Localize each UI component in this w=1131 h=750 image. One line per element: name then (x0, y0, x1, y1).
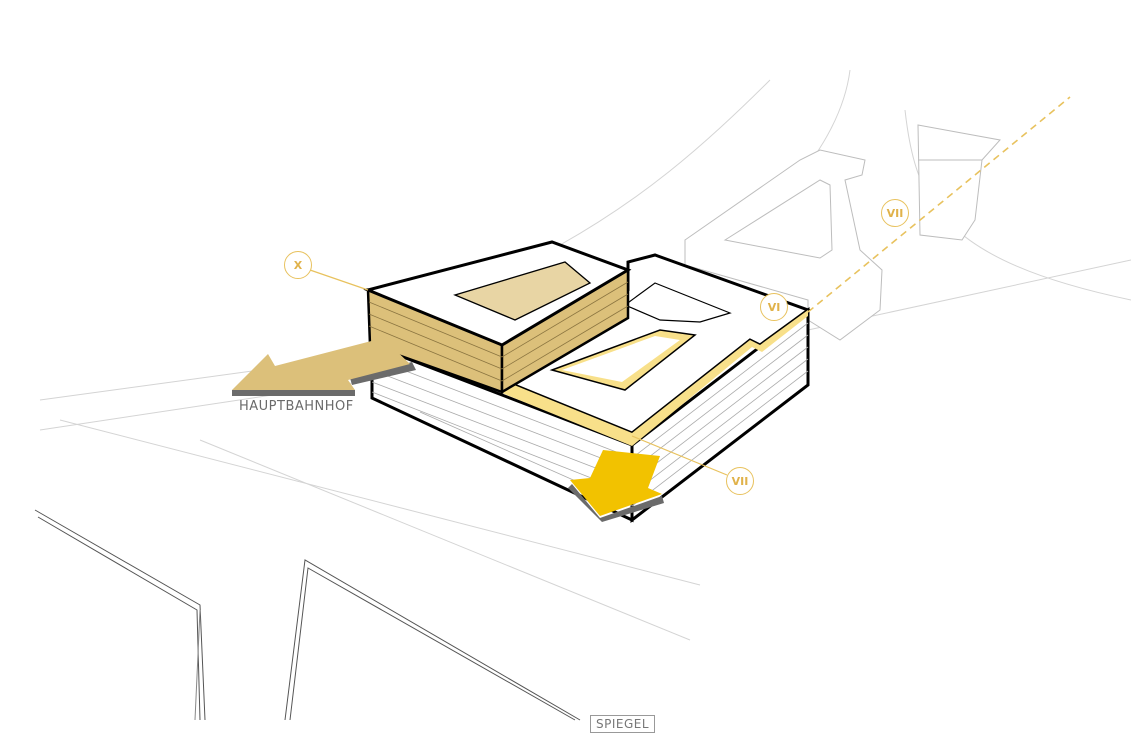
marker-vii-lower: VII (726, 467, 754, 495)
marker-vii-upper-label: VII (886, 206, 904, 220)
hauptbahnhof-arrow-shadow (232, 390, 355, 396)
context-building-right (684, 124, 1001, 341)
marker-vii-lower-label: VII (731, 474, 749, 488)
marker-x: X (284, 251, 312, 279)
hauptbahnhof-arrow (232, 338, 410, 390)
spiegel-arrow-shadow (568, 484, 664, 522)
spiegel-arrow (570, 450, 662, 516)
gold-strip-front (502, 380, 632, 446)
marker-vi: VI (760, 293, 788, 321)
marker-vii-upper: VII (881, 199, 909, 227)
hauptbahnhof-label: HAUPTBAHNHOF (239, 399, 354, 414)
courtyard-middle-upper (623, 282, 732, 323)
marker-vi-label: VI (767, 300, 781, 314)
context-building-bottom (34, 509, 581, 721)
courtyard-upper (453, 261, 592, 321)
spiegel-label: SPIEGEL (590, 715, 656, 733)
marker-x-label: X (293, 258, 303, 272)
gold-strip-right (632, 310, 808, 446)
